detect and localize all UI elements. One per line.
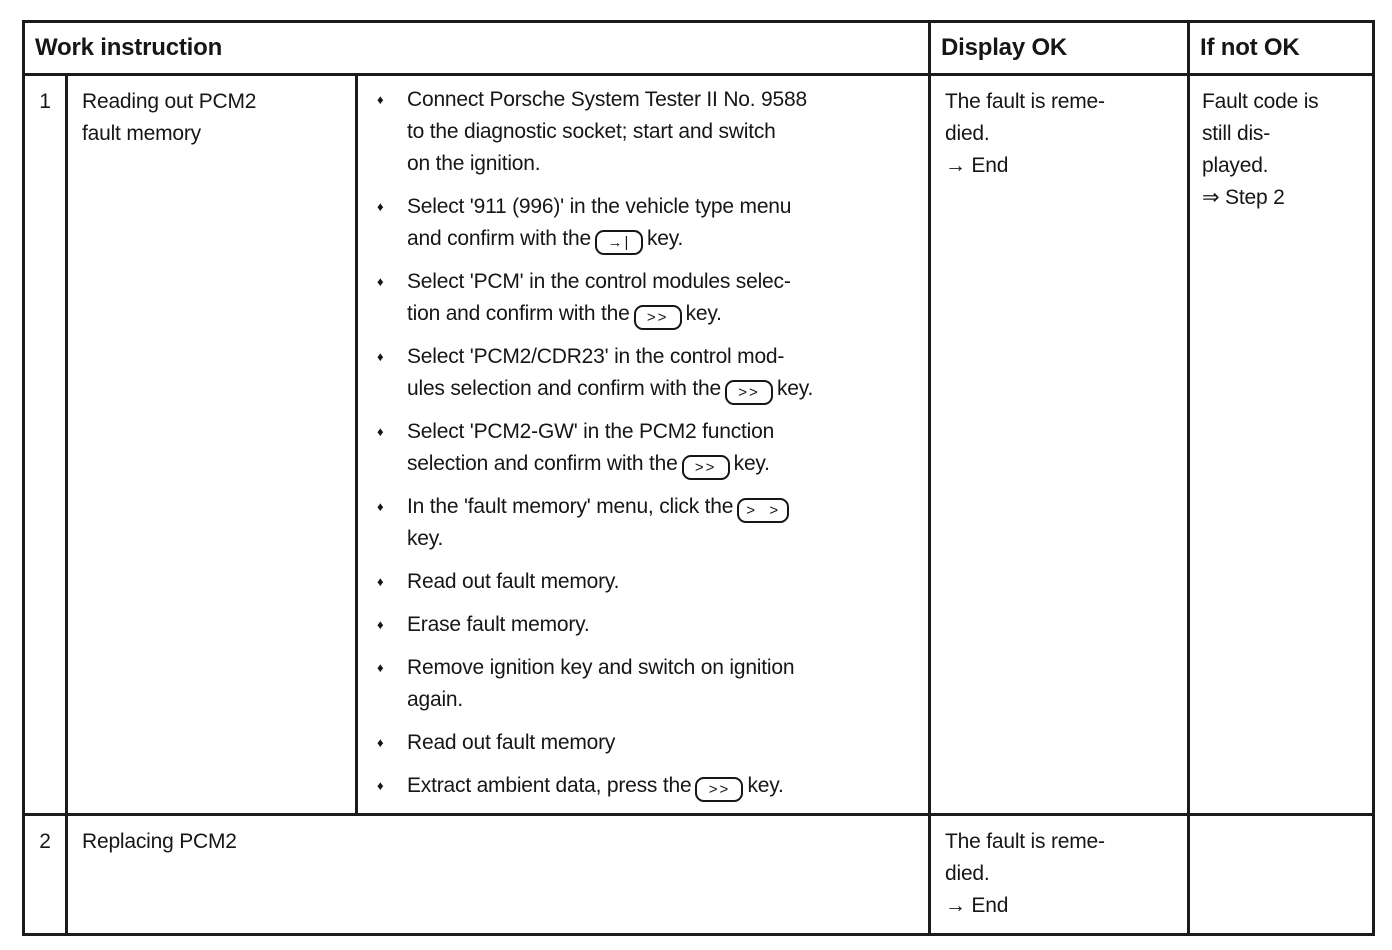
header-if-not-ok: If not OK bbox=[1187, 20, 1375, 76]
instruction-bullet: ♦ Remove ignition key and switch on ignit… bbox=[374, 652, 922, 716]
instruction-bullet: ♦ Select 'PCM2-GW' in the PCM2 function s… bbox=[374, 416, 922, 480]
task-title: Reading out PCM2 fault memory bbox=[65, 73, 358, 816]
instruction-text: Extract ambient data, press the>>key. bbox=[407, 770, 922, 802]
if-not-ok-cell: Fault code is still dis- played. ⇒ Step … bbox=[1187, 73, 1375, 816]
step-number: 2 bbox=[22, 813, 68, 936]
bullet-diamond-icon: ♦ bbox=[377, 199, 384, 214]
tester-key-icon: >> bbox=[725, 380, 773, 405]
bullet-diamond-icon: ♦ bbox=[377, 349, 384, 364]
instruction-list: ♦ Connect Porsche System Tester II No. 95… bbox=[355, 73, 931, 816]
display-ok-cell: The fault is reme- died. → End bbox=[928, 73, 1190, 816]
display-ok-cell: The fault is reme- died. → End bbox=[928, 813, 1190, 936]
task-title: Replacing PCM2 bbox=[65, 813, 931, 936]
instruction-text: Erase fault memory. bbox=[407, 613, 590, 636]
tester-key-icon: >> bbox=[681, 455, 730, 480]
tester-key-icon: →| bbox=[594, 230, 643, 255]
instruction-text: In the 'fault memory' menu, click the> >… bbox=[407, 491, 922, 555]
instruction-text: Connect Porsche System Tester II No. 958… bbox=[407, 88, 807, 175]
bullet-diamond-icon: ♦ bbox=[377, 574, 384, 589]
instruction-text: Read out fault memory. bbox=[407, 570, 620, 593]
instruction-bullet: ♦ Read out fault memory bbox=[374, 727, 922, 759]
work-instruction-table: Work instruction Display OK If not OK 1 … bbox=[22, 20, 1375, 936]
bullet-diamond-icon: ♦ bbox=[377, 735, 384, 750]
instruction-bullet: ♦ In the 'fault memory' menu, click the> … bbox=[374, 491, 922, 555]
table-header-row: Work instruction Display OK If not OK bbox=[22, 20, 1375, 76]
bullet-diamond-icon: ♦ bbox=[377, 660, 384, 675]
tester-key-icon: >> bbox=[695, 777, 744, 802]
instruction-bullet: ♦ Select '911 (996)' in the vehicle type … bbox=[374, 191, 922, 255]
bullet-diamond-icon: ♦ bbox=[377, 424, 384, 439]
tester-key-icon: > > bbox=[737, 498, 790, 523]
instruction-bullet: ♦ Erase fault memory. bbox=[374, 609, 922, 641]
instruction-bullet: ♦ Extract ambient data, press the>>key. bbox=[374, 770, 922, 802]
bullet-diamond-icon: ♦ bbox=[377, 499, 384, 514]
instruction-bullet: ♦ Connect Porsche System Tester II No. 95… bbox=[374, 84, 922, 180]
instruction-bullet: ♦ Select 'PCM2/CDR23' in the control mod-… bbox=[374, 341, 922, 405]
instruction-text: Select 'PCM2/CDR23' in the control mod- … bbox=[407, 341, 922, 405]
instruction-text: Select 'PCM2-GW' in the PCM2 function se… bbox=[407, 416, 922, 480]
instruction-text: Select 'PCM' in the control modules sele… bbox=[407, 266, 922, 330]
table-row-step-1: 1 Reading out PCM2 fault memory ♦ Connect… bbox=[22, 73, 1375, 816]
tester-key-icon: >> bbox=[633, 305, 682, 330]
step-number: 1 bbox=[22, 73, 68, 816]
if-not-ok-cell bbox=[1187, 813, 1375, 936]
bullet-diamond-icon: ♦ bbox=[377, 778, 384, 793]
header-work-instruction: Work instruction bbox=[22, 20, 931, 76]
instruction-text: Select '911 (996)' in the vehicle type m… bbox=[407, 191, 922, 255]
instruction-text: Read out fault memory bbox=[407, 731, 616, 754]
header-display-ok: Display OK bbox=[928, 20, 1190, 76]
bullet-diamond-icon: ♦ bbox=[377, 617, 384, 632]
bullet-diamond-icon: ♦ bbox=[377, 274, 384, 289]
instruction-text: Remove ignition key and switch on igniti… bbox=[407, 656, 795, 711]
instruction-bullet: ♦ Read out fault memory. bbox=[374, 566, 922, 598]
table-row-step-2: 2 Replacing PCM2 The fault is reme- died… bbox=[22, 813, 1375, 936]
bullet-diamond-icon: ♦ bbox=[377, 92, 384, 107]
instruction-bullet: ♦ Select 'PCM' in the control modules sel… bbox=[374, 266, 922, 330]
